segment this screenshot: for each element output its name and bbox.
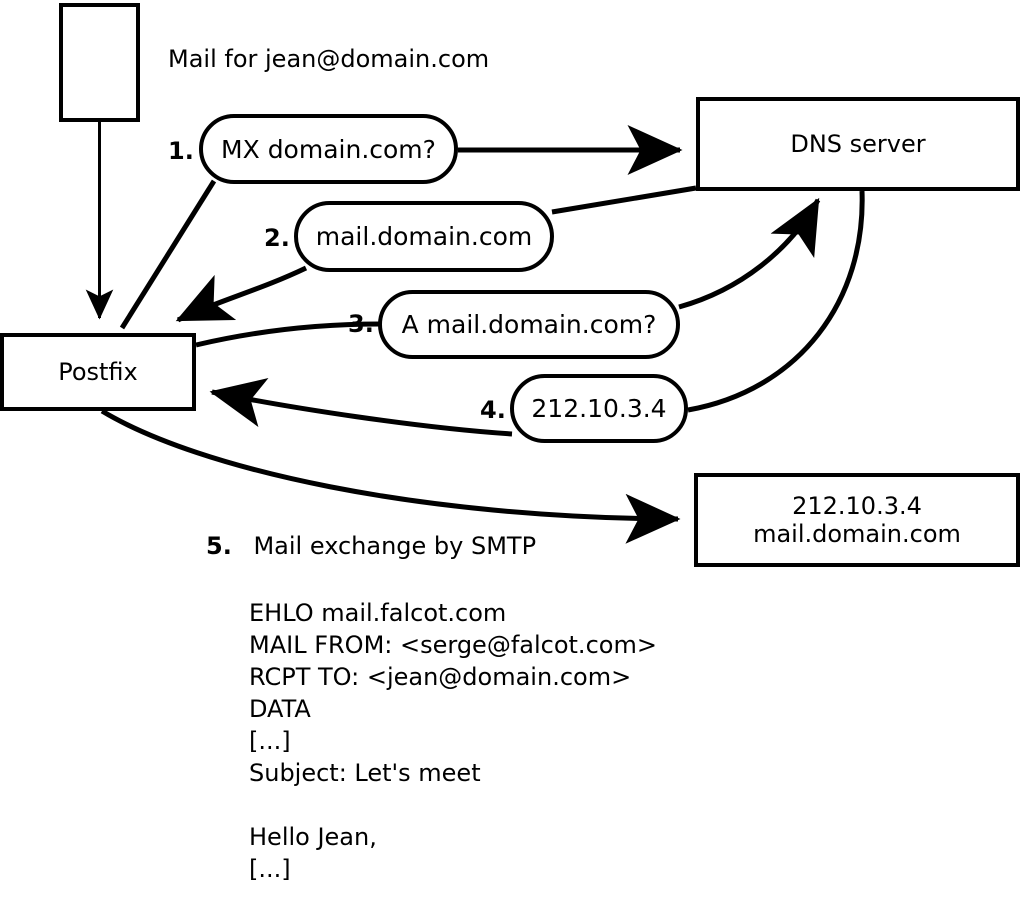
step-2-number: 2.	[264, 224, 290, 252]
arrow-postfix-to-step3	[195, 321, 381, 348]
postfix-box[interactable]: Postfix	[0, 333, 196, 411]
step-3-bubble[interactable]: A mail.domain.com?	[378, 290, 680, 359]
client-box[interactable]	[59, 3, 140, 122]
destination-mail-server-box[interactable]: 212.10.3.4 mail.domain.com	[694, 473, 1020, 567]
arrow-step4-to-postfix	[209, 378, 513, 437]
arrow-dns-to-step2	[551, 185, 697, 215]
step-5-label: 5. Mail exchange by SMTP	[206, 532, 536, 560]
destination-mail-server-label: 212.10.3.4 mail.domain.com	[753, 491, 961, 548]
step-1-bubble[interactable]: MX domain.com?	[199, 114, 458, 184]
step-5-text: Mail exchange by SMTP	[253, 532, 537, 560]
arrow-dns-to-step4	[687, 190, 865, 413]
diagram-title: Mail for jean@domain.com	[168, 45, 490, 73]
step-4-number: 4.	[480, 396, 506, 424]
step-2-bubble-label: mail.domain.com	[315, 222, 533, 251]
dns-server-box[interactable]: DNS server	[696, 97, 1020, 191]
step-5-number: 5.	[206, 532, 232, 560]
step-2-bubble[interactable]: mail.domain.com	[294, 201, 554, 272]
smtp-transcript: EHLO mail.falcot.com MAIL FROM: <serge@f…	[249, 599, 657, 883]
arrow-postfix-to-destination	[100, 408, 681, 544]
step-1-number: 1.	[168, 137, 194, 165]
step-1-bubble-label: MX domain.com?	[221, 134, 436, 164]
step-4-bubble[interactable]: 212.10.3.4	[510, 374, 688, 443]
step-3-number: 3.	[348, 310, 374, 338]
dns-server-box-label: DNS server	[790, 129, 926, 158]
step-3-bubble-label: A mail.domain.com?	[401, 310, 657, 339]
postfix-box-label: Postfix	[58, 357, 138, 386]
arrow-step2-to-postfix	[175, 265, 308, 323]
arrow-step3-to-dns	[678, 197, 821, 310]
arrow-step1-tail	[119, 179, 217, 330]
step-4-bubble-label: 212.10.3.4	[531, 394, 667, 423]
